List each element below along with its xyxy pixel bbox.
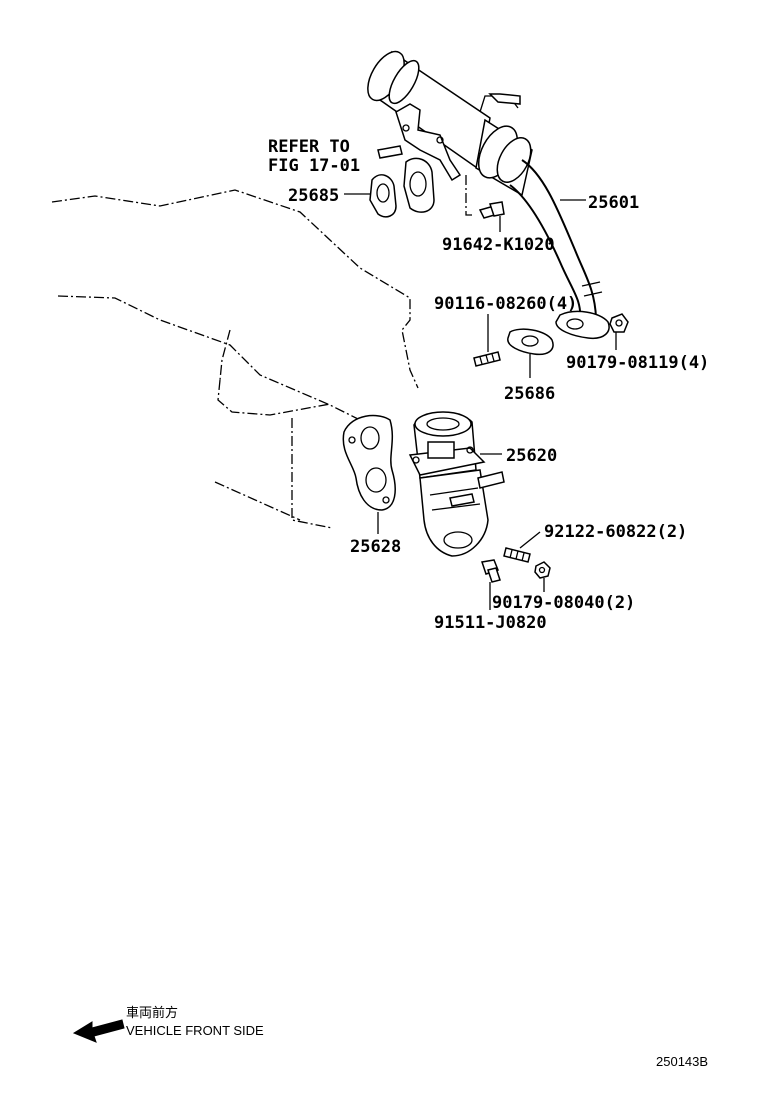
leader-lines — [344, 193, 617, 610]
label-91511: 91511-J0820 — [434, 613, 547, 633]
label-25685: 25685 — [288, 186, 339, 206]
label-25628: 25628 — [350, 537, 401, 557]
label-refer-line2: FIG 17-01 — [268, 156, 360, 176]
label-25601: 25601 — [588, 193, 639, 213]
label-refer-line1: REFER TO — [268, 137, 350, 157]
front-label-jp: 車両前方 — [126, 1005, 178, 1020]
stud-92122 — [503, 547, 531, 563]
stud-90116 — [473, 351, 501, 367]
label-25686: 25686 — [504, 384, 555, 404]
label-90179-upper: 90179-08119(4) — [566, 353, 709, 373]
label-90116: 90116-08260(4) — [434, 294, 577, 314]
diagram-id: 250143B — [656, 1054, 708, 1069]
bolt-91642 — [478, 201, 505, 219]
label-90179-lower: 90179-08040(2) — [492, 593, 635, 613]
gasket-25628 — [342, 414, 396, 511]
engine-block-outline — [51, 189, 419, 529]
front-direction: 車両前方 VEHICLE FRONT SIDE — [72, 1005, 264, 1043]
egr-valve — [408, 411, 505, 557]
arrow-left-icon — [72, 1019, 125, 1043]
front-label-en: VEHICLE FRONT SIDE — [126, 1023, 264, 1038]
gasket-25686 — [507, 328, 554, 356]
nut-90179-upper — [609, 313, 629, 333]
egr-pipe — [509, 159, 610, 340]
gasket-25685 — [369, 157, 435, 218]
bolt-91511 — [481, 559, 501, 583]
label-91642: 91642-K1020 — [442, 235, 555, 255]
stud-refer — [377, 145, 403, 159]
label-92122: 92122-60822(2) — [544, 522, 687, 542]
egr-cooler — [367, 50, 533, 216]
nut-90179-lower — [534, 561, 551, 579]
label-25620: 25620 — [506, 446, 557, 466]
